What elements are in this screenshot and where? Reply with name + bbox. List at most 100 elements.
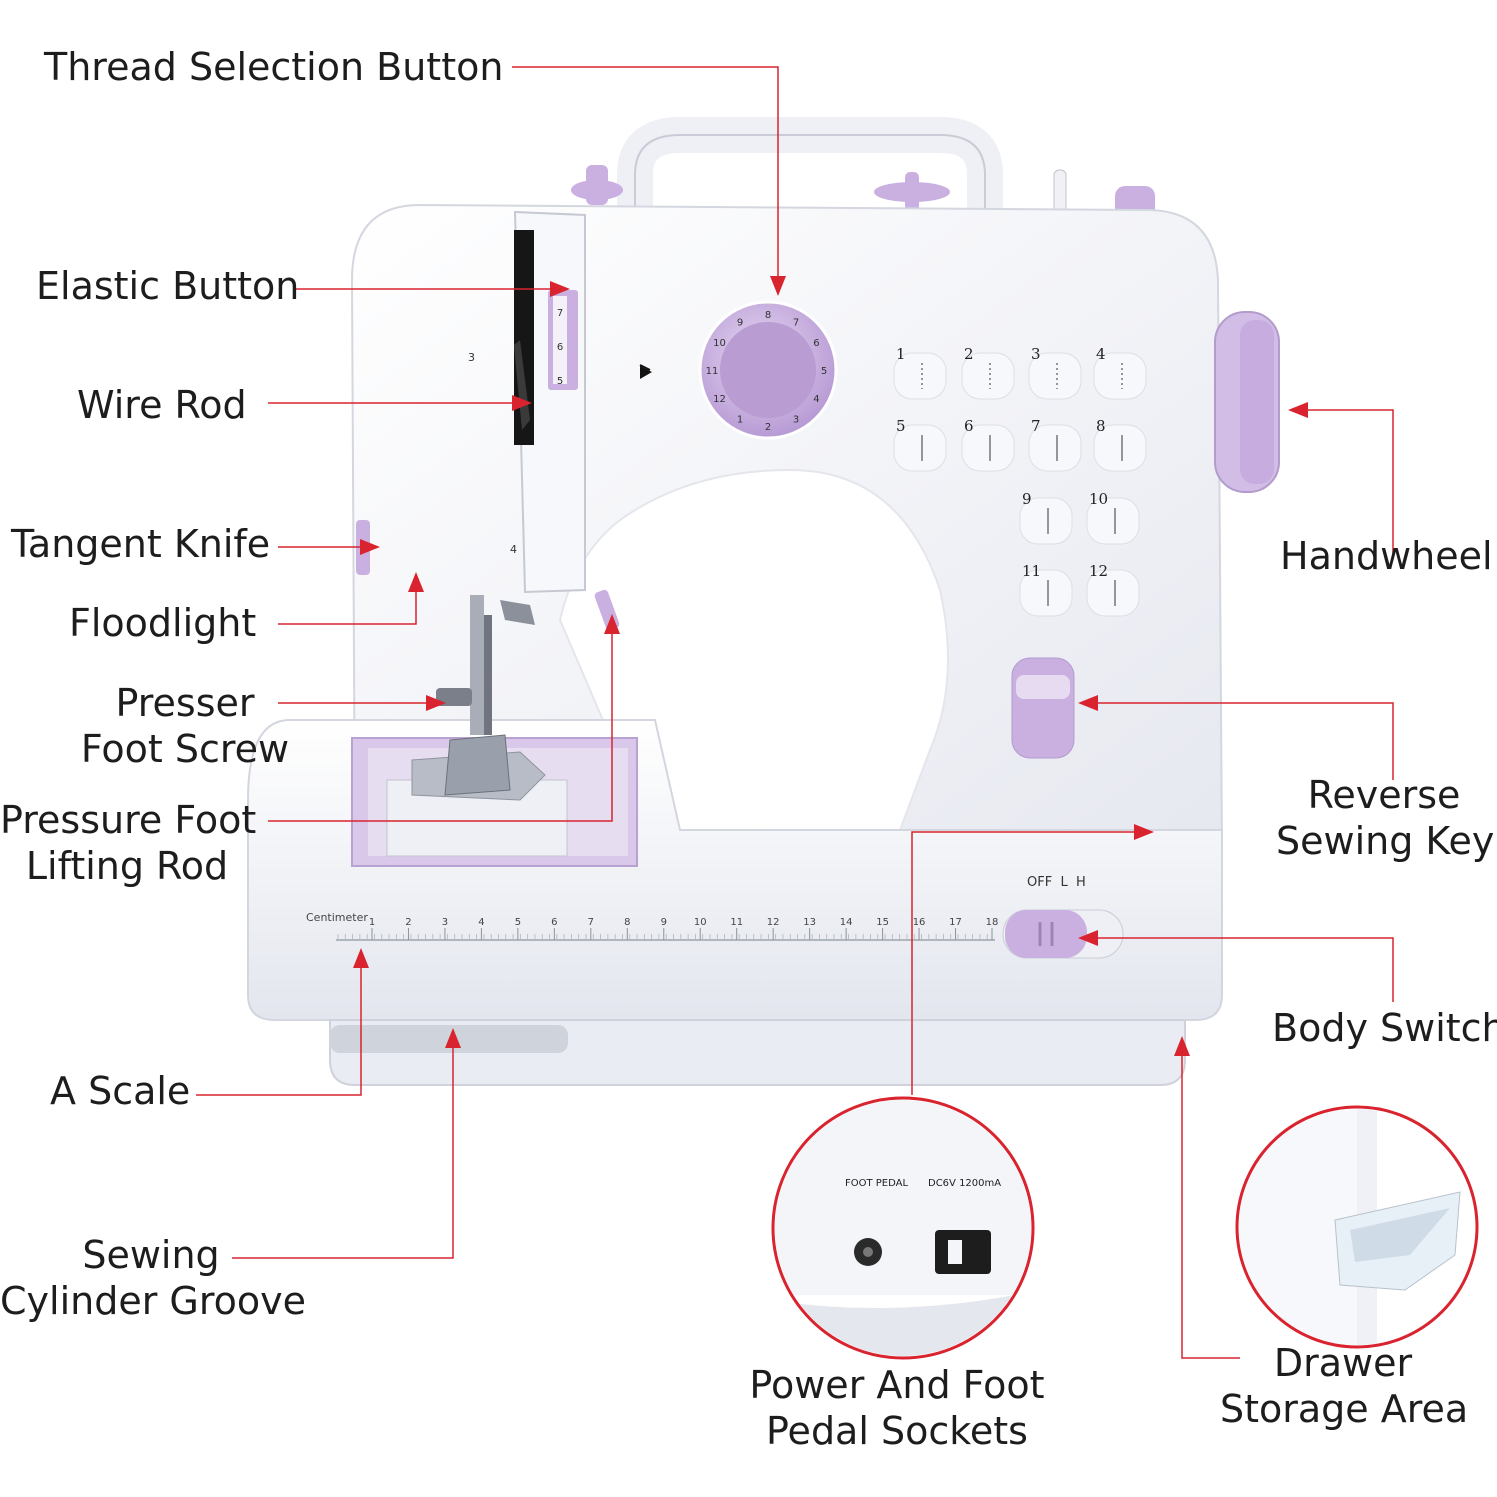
stitch-button [1093,352,1147,400]
label-pressure-foot-line1: Pressure Foot [0,798,257,842]
ruler-number: 18 [986,917,999,928]
foot-pedal-label: FOOT PEDAL [845,1178,908,1189]
ruler-label: Centimeter [306,911,368,924]
label-body-switch: Body Switch [1272,1006,1497,1050]
label-reverse-line2: Sewing Key [1276,819,1495,863]
label-floodlight: Floodlight [69,601,257,645]
presser-foot [436,595,535,796]
drawer-inset [1235,1105,1479,1349]
ruler-number: 6 [551,917,557,928]
stitch-button [893,424,947,472]
label-presser-foot-screw: Presser Foot Screw [80,680,290,772]
stitch-button [1019,569,1073,617]
dial-number: 5 [821,366,827,377]
stitch-number: 9 [1022,490,1032,508]
tension-number: 6 [557,342,563,353]
label-thread-selection-button: Thread Selection Button [44,45,504,89]
sockets-inset [771,1096,1035,1360]
dial-number: 6 [813,338,819,349]
ruler-number: 7 [588,917,594,928]
label-drawer-storage-area: Drawer Storage Area [1220,1340,1468,1432]
ruler-number: 9 [661,917,667,928]
dial-number: 8 [765,310,771,321]
label-tangent-knife: Tangent Knife [11,522,271,566]
handwheel [1214,311,1280,493]
label-presser-foot-screw-line1: Presser [115,681,255,725]
stitch-number: 1 [896,345,906,363]
stitch-number: 4 [1096,345,1106,363]
dial-number: 12 [713,394,726,405]
stitch-number: 10 [1089,490,1108,508]
ruler-number: 16 [913,917,926,928]
label-drawer-line1: Drawer [1273,1341,1413,1385]
stitch-button [961,424,1015,472]
tension-number: 5 [557,376,563,387]
ruler-number: 10 [694,917,707,928]
label-reverse-line1: Reverse [1307,773,1461,817]
callout-lines [196,66,1394,1359]
dial-number: 11 [706,366,719,377]
stitch-number: 8 [1096,417,1106,435]
stitch-button [1019,497,1073,545]
dial-number: 3 [793,414,799,425]
tension-number: 7 [557,308,563,319]
dial-number: 7 [793,318,799,329]
label-a-scale: A Scale [50,1069,191,1113]
ruler-number: 13 [803,917,816,928]
ruler-number: 3 [442,917,448,928]
body-switch [1002,909,1124,959]
needle-head [513,210,586,594]
label-sewing-line1: Sewing [82,1233,220,1277]
label-power-line1: Power And Foot [749,1363,1045,1407]
label-presser-foot-screw-line2: Foot Screw [80,727,290,771]
label-sewing-cylinder-groove: Sewing Cylinder Groove [0,1232,307,1324]
label-handwheel: Handwheel [1280,534,1493,578]
callout-arrowheads [353,276,1308,1056]
stitch-button [1028,424,1082,472]
carry-handle [617,117,1003,236]
label-power-line2: Pedal Sockets [766,1409,1028,1453]
stitch-button [1086,497,1140,545]
stitch-button [893,352,947,400]
label-elastic-button: Elastic Button [36,264,300,308]
ruler-number: 4 [478,917,484,928]
label-reverse-sewing-key: Reverse Sewing Key [1276,772,1495,864]
label-wire-rod: Wire Rod [77,383,247,427]
side-number-3: 3 [468,351,475,364]
dial-number: 1 [737,414,743,425]
pattern-dial [639,300,838,440]
label-sewing-line2: Cylinder Groove [0,1279,307,1323]
stitch-number: 6 [964,417,974,435]
stitch-button [1028,352,1082,400]
ruler-number: 5 [515,917,521,928]
stitch-number: 3 [1031,345,1041,363]
ruler-number: 1 [369,917,375,928]
stitch-button [1093,424,1147,472]
label-pressure-foot-lifting-rod: Pressure Foot Lifting Rod [0,797,257,889]
label-power-foot-pedal-sockets: Power And Foot Pedal Sockets [744,1362,1050,1454]
ruler-number: 17 [949,917,962,928]
switch-positions-label: OFF L H [1027,875,1086,890]
side-number-4: 4 [510,543,517,556]
dial-number: 9 [737,318,743,329]
dial-number: 10 [713,338,726,349]
label-pressure-foot-line2: Lifting Rod [25,844,229,888]
dial-number: 4 [813,394,819,405]
stitch-number: 11 [1022,562,1041,580]
ruler-number: 8 [624,917,630,928]
stitch-button [961,352,1015,400]
ruler-number: 11 [730,917,743,928]
stitch-number: 2 [964,345,974,363]
stitch-number: 5 [896,417,906,435]
power-rating-label: DC6V 1200mA [928,1178,1001,1189]
tension-numbers: 7 6 5 [557,308,563,387]
ruler-number: 2 [405,917,411,928]
stitch-number: 7 [1031,417,1041,435]
ruler-number: 12 [767,917,780,928]
ruler-number: 15 [876,917,889,928]
reverse-sewing-key [1011,657,1075,759]
